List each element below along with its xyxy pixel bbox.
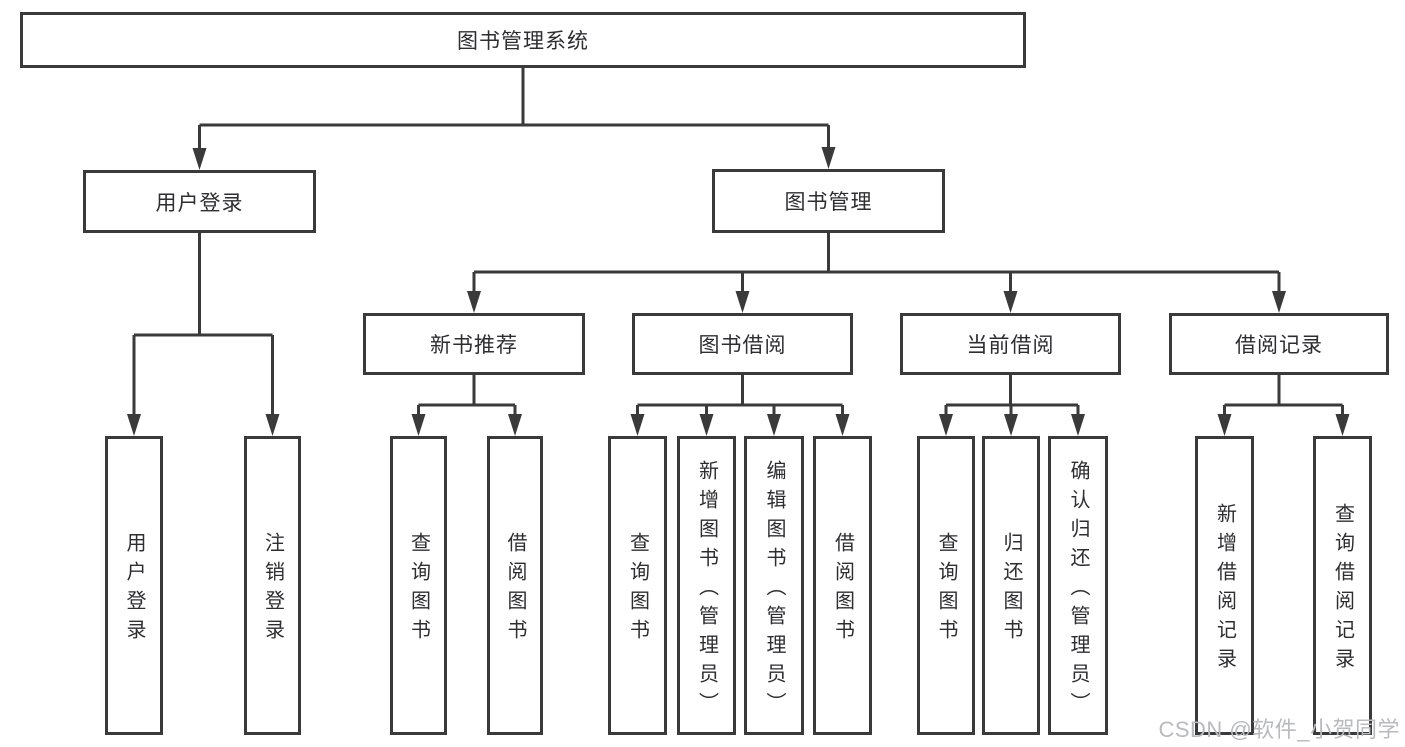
arrowhead-cb-confirm	[1071, 414, 1085, 436]
connector-new-book-rec	[417, 373, 517, 420]
node-ul-logout: 注销登录	[244, 436, 301, 735]
arrowhead-borrow-record	[1272, 291, 1286, 313]
node-bb-borrow: 借阅图书	[813, 436, 872, 735]
node-borrow-record: 借阅记录	[1169, 313, 1389, 375]
node-root: 图书管理系统	[20, 12, 1026, 68]
node-bb-add: 新增图书（管理员）	[677, 436, 736, 735]
node-label: 查询图书	[407, 532, 430, 648]
node-nb-query: 查询图书	[390, 436, 447, 735]
arrowhead-current-borrow	[1003, 291, 1018, 313]
arrowhead-nb-query	[411, 414, 426, 436]
node-label: 查询图书	[935, 532, 957, 648]
node-bb-query: 查询图书	[608, 436, 667, 735]
node-cb-return: 归还图书	[982, 436, 1040, 735]
node-book-mgmt: 图书管理	[712, 169, 945, 233]
arrowhead-br-add	[1217, 414, 1232, 436]
node-new-book-rec: 新书推荐	[363, 313, 585, 375]
node-label: 图书借阅	[698, 334, 787, 357]
node-br-add: 新增借阅记录	[1195, 436, 1254, 735]
node-label: 借阅记录	[1235, 334, 1323, 357]
node-label: 借阅图书	[504, 532, 526, 648]
arrowhead-book-borrow	[735, 291, 750, 313]
connector-book-borrow	[636, 373, 844, 420]
arrowhead-bb-borrow	[835, 414, 850, 436]
arrowhead-cb-query	[939, 414, 953, 436]
node-br-query: 查询借阅记录	[1313, 436, 1372, 735]
node-book-borrow: 图书借阅	[632, 313, 853, 375]
arrowhead-bb-edit	[767, 414, 781, 436]
node-nb-borrow: 借阅图书	[487, 436, 543, 735]
arrowhead-nb-borrow	[508, 414, 522, 436]
node-bb-edit: 编辑图书（管理员）	[744, 436, 804, 735]
node-label: 确认归还（管理员）	[1067, 459, 1089, 721]
arrowhead-bb-add	[699, 414, 714, 436]
connector-current-borrow	[944, 373, 1080, 420]
node-current-borrow: 当前借阅	[900, 313, 1121, 375]
node-label: 图书管理	[784, 191, 873, 214]
watermark-text: CSDN @软件_小贺同学	[1158, 717, 1400, 742]
node-label: 归还图书	[1000, 532, 1022, 648]
node-user-login: 用户登录	[83, 170, 316, 233]
node-label: 图书管理系统	[457, 30, 589, 53]
node-cb-query: 查询图书	[917, 436, 975, 735]
arrowhead-ul-login	[127, 414, 141, 436]
node-label: 查询图书	[626, 532, 649, 648]
connector-borrow-record	[1223, 373, 1344, 420]
connector-book-mgmt	[472, 231, 1281, 297]
connector-root	[198, 66, 830, 154]
node-label: 查询借阅记录	[1331, 503, 1354, 677]
arrowhead-bb-query	[630, 414, 645, 436]
arrowhead-new-book-rec	[467, 291, 481, 313]
node-label: 注销登录	[261, 532, 284, 648]
arrowhead-cb-return	[1004, 414, 1018, 436]
node-label: 用户登录	[123, 532, 145, 648]
arrowhead-ul-logout	[265, 414, 280, 436]
node-label: 编辑图书（管理员）	[763, 459, 785, 721]
node-label: 新增图书（管理员）	[695, 459, 718, 721]
arrowhead-br-query	[1335, 414, 1350, 436]
node-label: 新增借阅记录	[1213, 503, 1236, 677]
node-cb-confirm: 确认归还（管理员）	[1048, 436, 1108, 735]
node-ul-login: 用户登录	[105, 436, 163, 735]
node-label: 借阅图书	[831, 532, 854, 648]
node-label: 用户登录	[155, 191, 244, 215]
arrowhead-book-mgmt	[821, 147, 836, 169]
node-label: 新书推荐	[430, 334, 518, 357]
arrowhead-user-login	[192, 148, 207, 170]
connector-user-login	[132, 231, 274, 420]
node-label: 当前借阅	[966, 334, 1055, 357]
